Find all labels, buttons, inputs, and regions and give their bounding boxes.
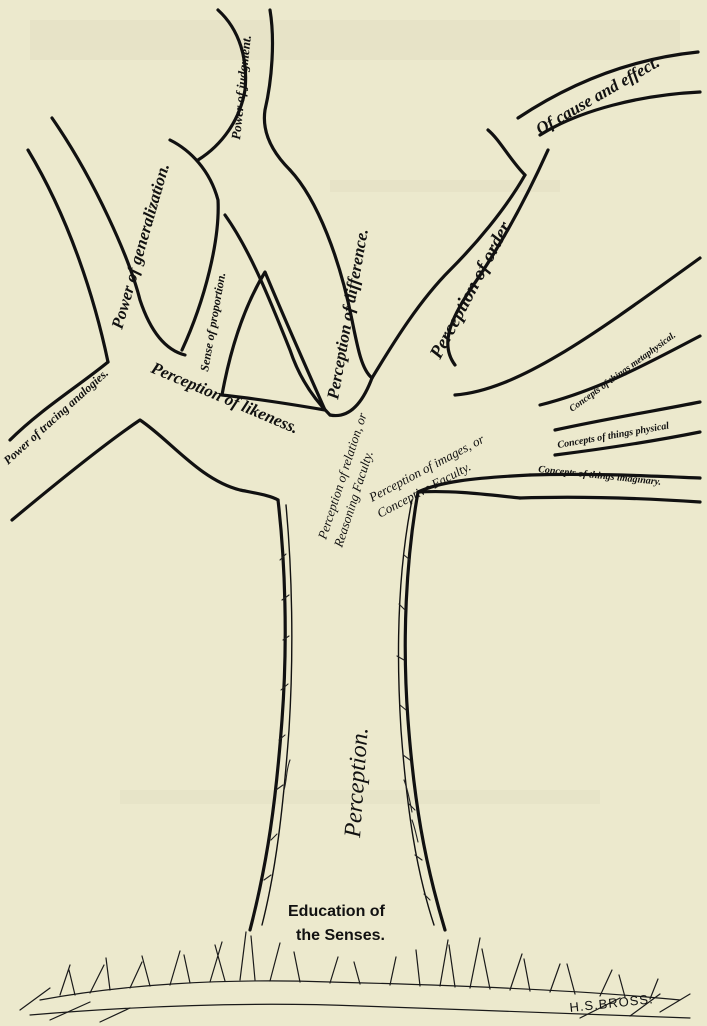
label-perception-trunk: Perception. (340, 726, 374, 839)
label-concepts-metaphysical: Concepts of things metaphysical. (568, 331, 678, 415)
label-sense-of-proportion: Sense of proportion. (197, 271, 228, 372)
label-perception-of-likeness: Perception of likeness. (148, 358, 302, 438)
trunk-outline (250, 492, 445, 930)
label-concepts-imaginary: Concepts of things imaginary. (538, 464, 662, 488)
label-power-of-generalization: Power of generalization. (107, 161, 173, 332)
label-perception-of-difference: Perception of difference. (323, 227, 372, 402)
label-perception-of-order: Perception of order. (425, 215, 517, 363)
label-education-line1: Education of (288, 903, 386, 920)
signature: H.S.BROSS. (569, 991, 655, 1015)
label-education-line2: the Senses. (296, 927, 385, 944)
label-cause-and-effect: Of cause and effect. (533, 52, 663, 138)
